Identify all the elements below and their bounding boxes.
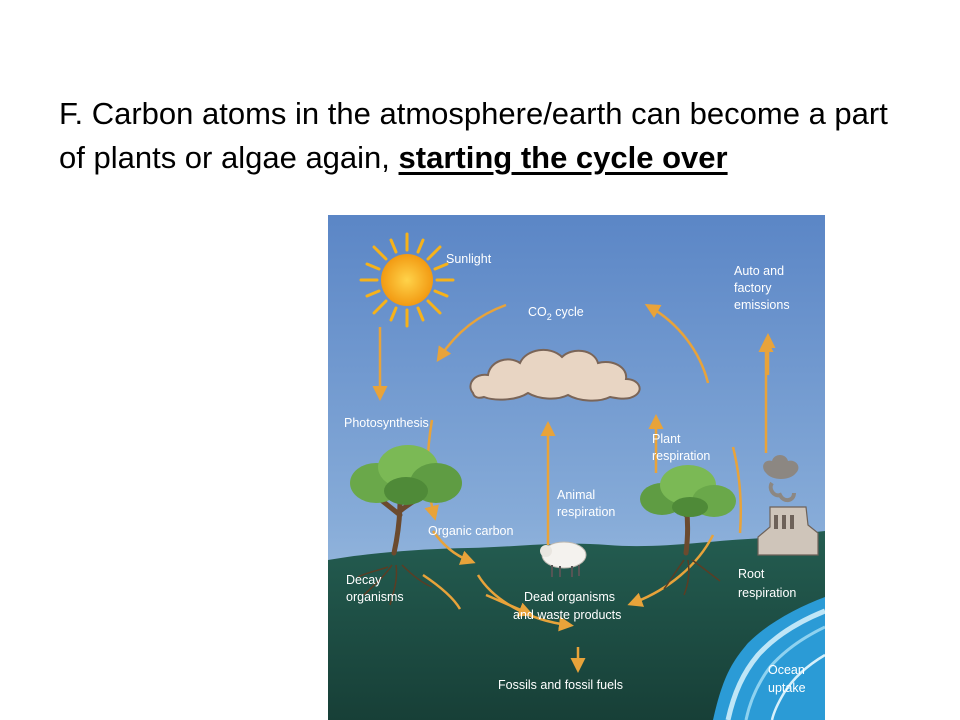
label-organic-carbon: Organic carbon [428, 524, 514, 538]
title-emphasis: starting the cycle over [398, 140, 728, 175]
right-tree-icon [640, 465, 736, 596]
ground [328, 531, 825, 720]
co2-cycle-arrows [424, 303, 742, 632]
sheep-icon [540, 541, 587, 577]
label-ocean-uptake: Ocean uptake [768, 663, 808, 695]
label-animal-respiration: Animal respiration [557, 488, 615, 519]
title-text: F. Carbon atoms in the atmosphere/earth … [59, 96, 888, 175]
carbon-cycle-diagram: Sunlight CO2 cycle Auto and factory emis… [328, 215, 825, 720]
label-co2-cycle: CO2 cycle [528, 305, 584, 322]
label-root-respiration: Root respiration [738, 567, 796, 600]
sun-icon [359, 232, 455, 328]
label-fossils: Fossils and fossil fuels [498, 678, 623, 692]
label-decay-organisms: Decay organisms [346, 573, 404, 604]
flow-arrows [372, 327, 776, 673]
label-dead-organisms: Dead organisms and waste products [513, 590, 621, 622]
ocean-wave-icon [725, 608, 825, 720]
left-tree-icon [350, 445, 462, 606]
cloud-icon [469, 348, 641, 402]
label-sunlight: Sunlight [446, 252, 492, 266]
label-plant-respiration: Plant respiration [652, 432, 710, 463]
label-auto-emissions: Auto and factory emissions [734, 264, 790, 312]
ocean-water [713, 597, 825, 720]
factory-icon [757, 506, 819, 556]
slide-title: F. Carbon atoms in the atmosphere/earth … [59, 92, 919, 180]
smoke-icon [763, 455, 799, 502]
label-photosynthesis: Photosynthesis [344, 416, 429, 430]
